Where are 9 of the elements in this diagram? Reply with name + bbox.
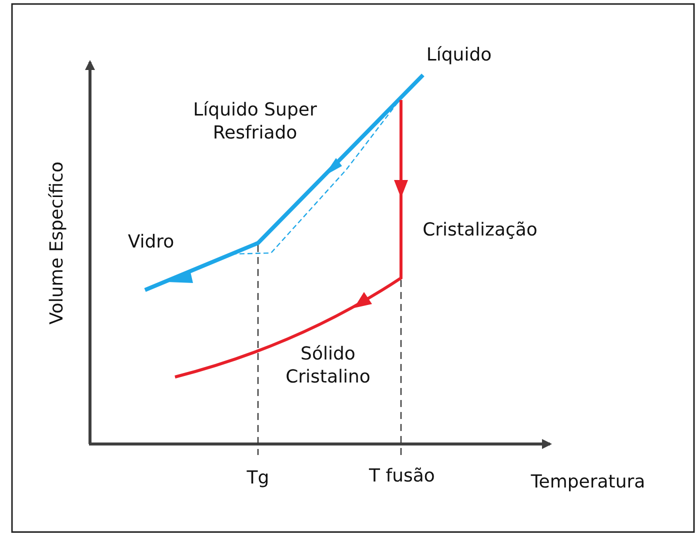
tick-label: Tg — [246, 466, 270, 490]
phase-label: Líquido Super Resfriado — [192, 98, 318, 146]
phase-label: Vidro — [128, 230, 174, 254]
tick-label: T fusão — [369, 464, 435, 488]
phase-label: Líquido — [426, 43, 492, 67]
axis-title: Temperatura — [530, 470, 646, 494]
axis-title: Volume Específico — [45, 161, 68, 325]
phase-label: Cristalização — [422, 218, 538, 242]
phase-label: Sólido Cristalino — [284, 342, 372, 390]
